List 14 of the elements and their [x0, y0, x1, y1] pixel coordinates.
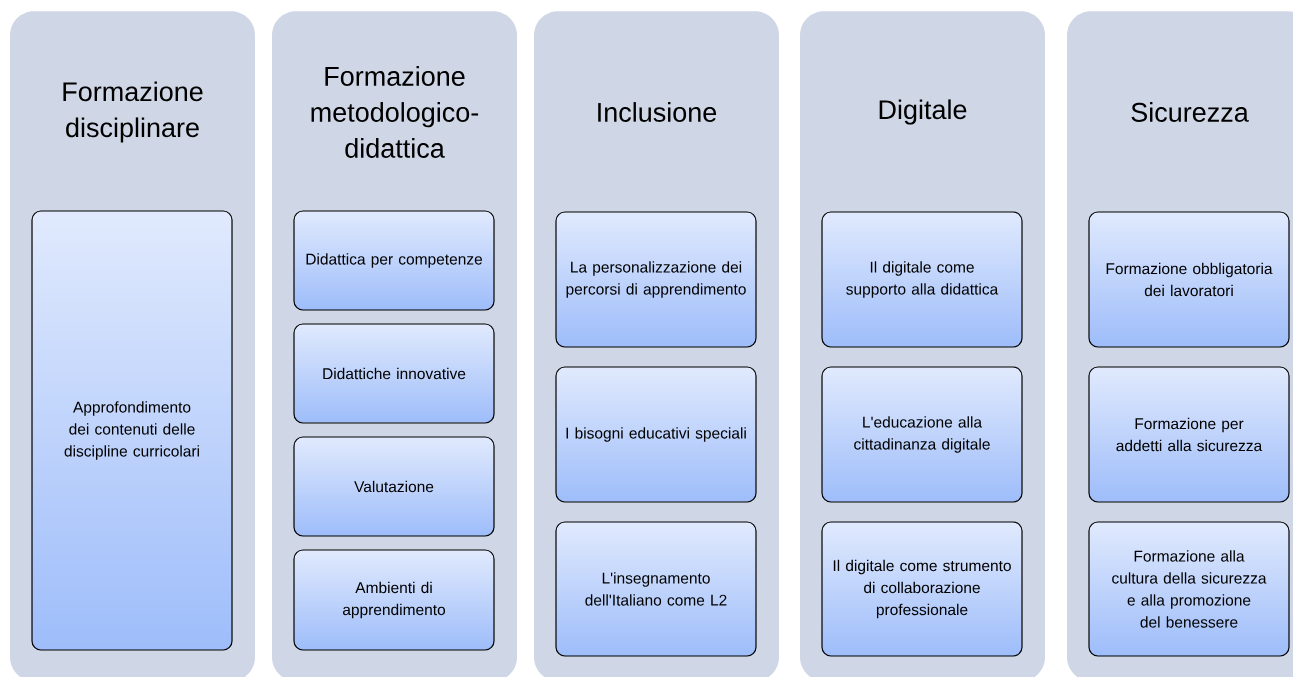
topic-box: Ambienti di apprendimento — [293, 549, 495, 651]
topic-box: Didattiche innovative — [293, 323, 495, 424]
topic-box: Valutazione — [293, 436, 495, 537]
topic-box: Didattica per competenze — [293, 210, 495, 311]
topic-box: I bisogni educativi speciali — [555, 366, 757, 503]
topic-box: L'insegnamento dell'Italiano come L2 — [555, 521, 757, 657]
topic-box: La personalizzazione dei percorsi di apprendimento — [555, 211, 757, 348]
topic-box: Formazione per addetti alla sicurezza — [1088, 366, 1290, 503]
topic-box: Il digitale come supporto alla didattica — [821, 211, 1023, 348]
topic-box: Il digitale come strumento di collaborazione professionale — [821, 521, 1023, 657]
topic-box: Approfondimento dei contenuti delle discipline curricolari — [31, 210, 233, 651]
topic-box: Formazione alla cultura della sicurezza e alla promozione del benessere — [1088, 521, 1290, 657]
topic-box: L'educazione alla cittadinanza digitale — [821, 366, 1023, 503]
topic-box: Formazione obbligatoria dei lavoratori — [1088, 211, 1290, 348]
